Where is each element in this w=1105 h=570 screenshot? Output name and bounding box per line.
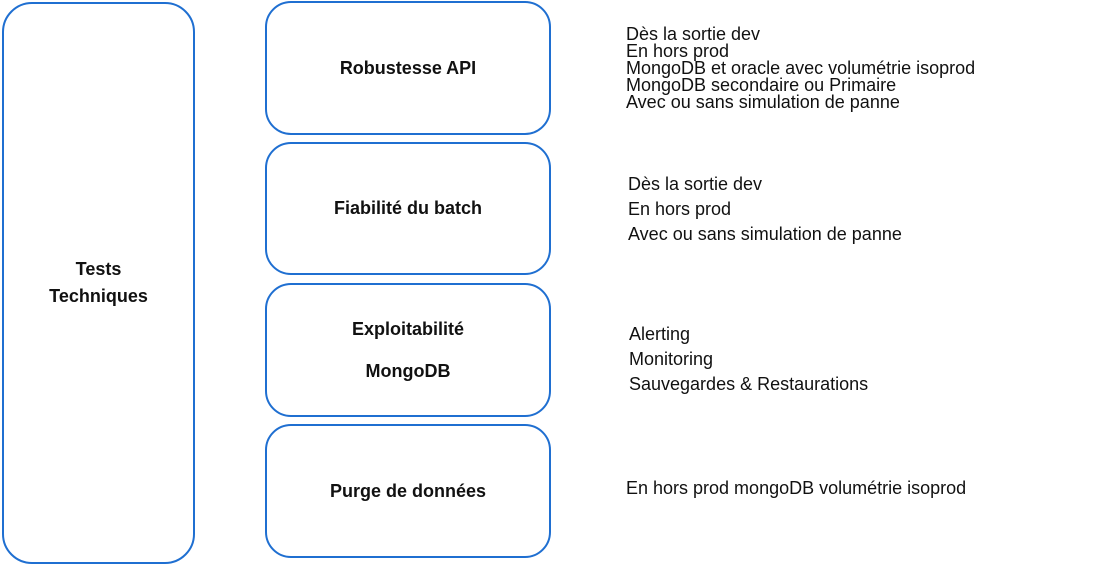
category-title: Robustesse API (339, 57, 477, 78)
note-line: Alerting (629, 324, 691, 344)
category-box-exploitabilite-mongodb: Exploitabilité MongoDB (265, 283, 551, 417)
category-title-line-2: MongoDB (365, 361, 451, 381)
note-line: Avec ou sans simulation de panne (628, 224, 902, 244)
tests-techniques-box: Tests Techniques (2, 2, 195, 564)
note-line: Dès la sortie dev (628, 174, 763, 194)
category-box-fiabilite-batch: Fiabilité du batch (265, 142, 551, 275)
category-title: Purge de données (329, 480, 487, 501)
category-box-robustesse-api: Robustesse API (265, 1, 551, 135)
note-line: MongoDB et oracle avec volumétrie isopro… (626, 58, 976, 78)
note-line: MongoDB secondaire ou Primaire (626, 75, 897, 95)
note-line: Avec ou sans simulation de panne (626, 92, 900, 112)
notes-robustesse-api: Dès la sortie dev En hors prod MongoDB e… (626, 24, 976, 112)
category-title-line-1: Exploitabilité (351, 319, 465, 339)
category-box-purge-donnees: Purge de données (265, 424, 551, 558)
note-line: Dès la sortie dev (626, 24, 761, 44)
note-line: Monitoring (629, 349, 714, 369)
note-line: En hors prod (628, 199, 732, 219)
category-title: Fiabilité du batch (333, 198, 482, 218)
note-line: En hors prod (626, 41, 730, 61)
notes-fiabilite-batch: Dès la sortie dev En hors prod Avec ou s… (628, 172, 902, 247)
tests-techniques-label-line-1: Tests (75, 259, 122, 279)
note-line: En hors prod mongoDB volumétrie isoprod (626, 478, 967, 498)
notes-purge-donnees: En hors prod mongoDB volumétrie isoprod (626, 476, 966, 501)
tests-techniques-label-line-2: Techniques (49, 286, 148, 306)
note-line: Sauvegardes & Restaurations (629, 374, 869, 394)
notes-exploitabilite-mongodb: Alerting Monitoring Sauvegardes & Restau… (629, 322, 868, 397)
